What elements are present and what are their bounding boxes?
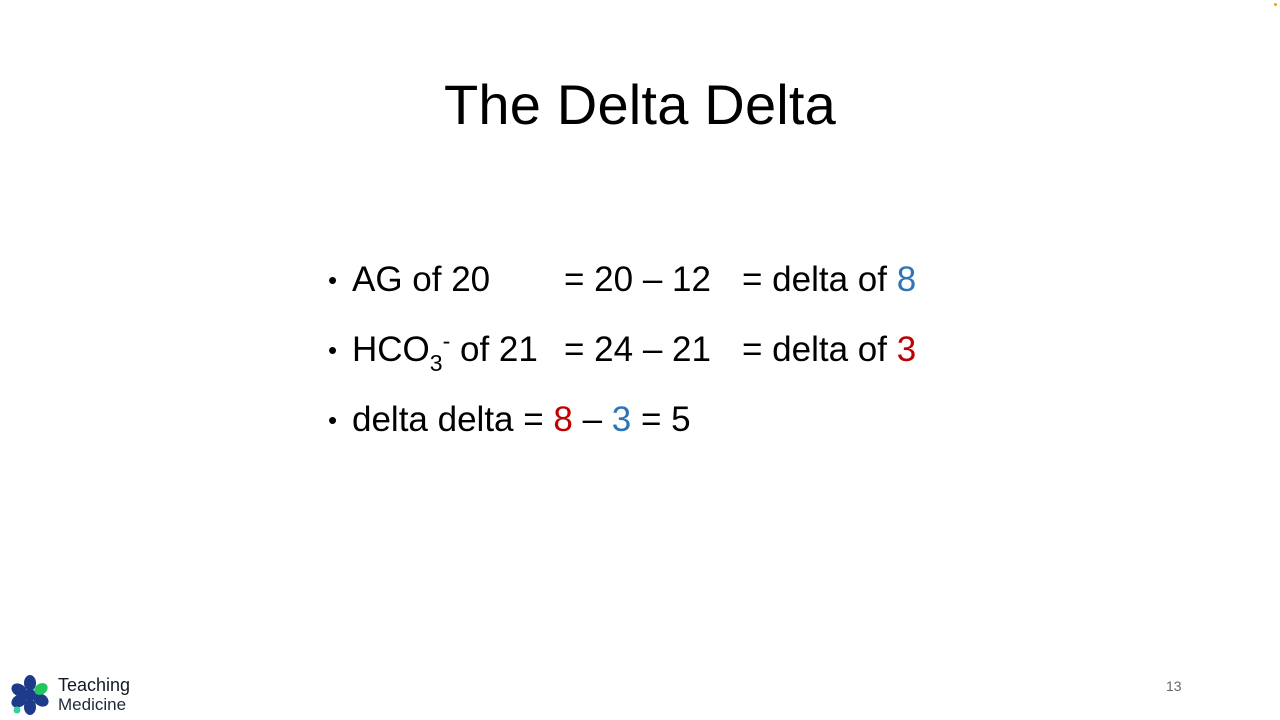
bullet-result: = delta of 3 xyxy=(742,328,916,372)
label-superscript: - xyxy=(442,328,451,354)
result-prefix: = delta of xyxy=(742,260,887,299)
bullet-label: AG of 20 xyxy=(352,260,491,299)
teaching-medicine-logo: Teaching Medicine xyxy=(10,674,150,716)
logo-line-2: Medicine xyxy=(58,695,127,714)
page-number: 13 xyxy=(1166,678,1182,694)
star-cluster-icon xyxy=(11,675,49,715)
bullet-calculation: = 24 – 21 xyxy=(564,330,711,369)
operator: – xyxy=(572,400,612,439)
label-main: HCO xyxy=(352,330,430,369)
bullet-marker: • xyxy=(328,265,338,295)
value-a-red: 8 xyxy=(553,400,573,439)
bullet-list: • AG of 20 = 20 – 12 = delta of 8 • HCO3… xyxy=(328,258,1028,468)
bullet-ag: • AG of 20 = 20 – 12 = delta of 8 xyxy=(328,258,1028,328)
bullet-result: = delta of 8 xyxy=(742,258,916,302)
value-b-blue: 3 xyxy=(611,400,632,439)
label-rest: of 21 xyxy=(450,330,538,369)
logo-text: Teaching Medicine xyxy=(58,675,131,715)
bullet-marker: • xyxy=(328,405,338,435)
bullet-label: HCO3- of 21 xyxy=(352,328,538,376)
slide-title: The Delta Delta xyxy=(443,73,837,136)
bullet-calculation: = 20 – 12 xyxy=(564,260,711,299)
result-value-red: 3 xyxy=(896,330,917,369)
delta-delta-prefix: delta delta = xyxy=(352,400,554,439)
bullet-delta-delta: • delta delta = 8 – 3 = 5 xyxy=(328,398,1028,468)
bullet-label: delta delta = 8 – 3 = 5 xyxy=(352,398,691,442)
result-prefix: = delta of xyxy=(742,330,887,369)
logo-line-1: Teaching xyxy=(58,675,131,695)
bullet-marker: • xyxy=(328,335,338,365)
result-value-blue: 8 xyxy=(896,260,917,299)
delta-delta-suffix: = 5 xyxy=(631,400,691,439)
label-subscript: 3 xyxy=(429,350,443,376)
corner-indicator xyxy=(1274,3,1277,6)
bullet-hco3: • HCO3- of 21 = 24 – 21 = delta of 3 xyxy=(328,328,1028,398)
